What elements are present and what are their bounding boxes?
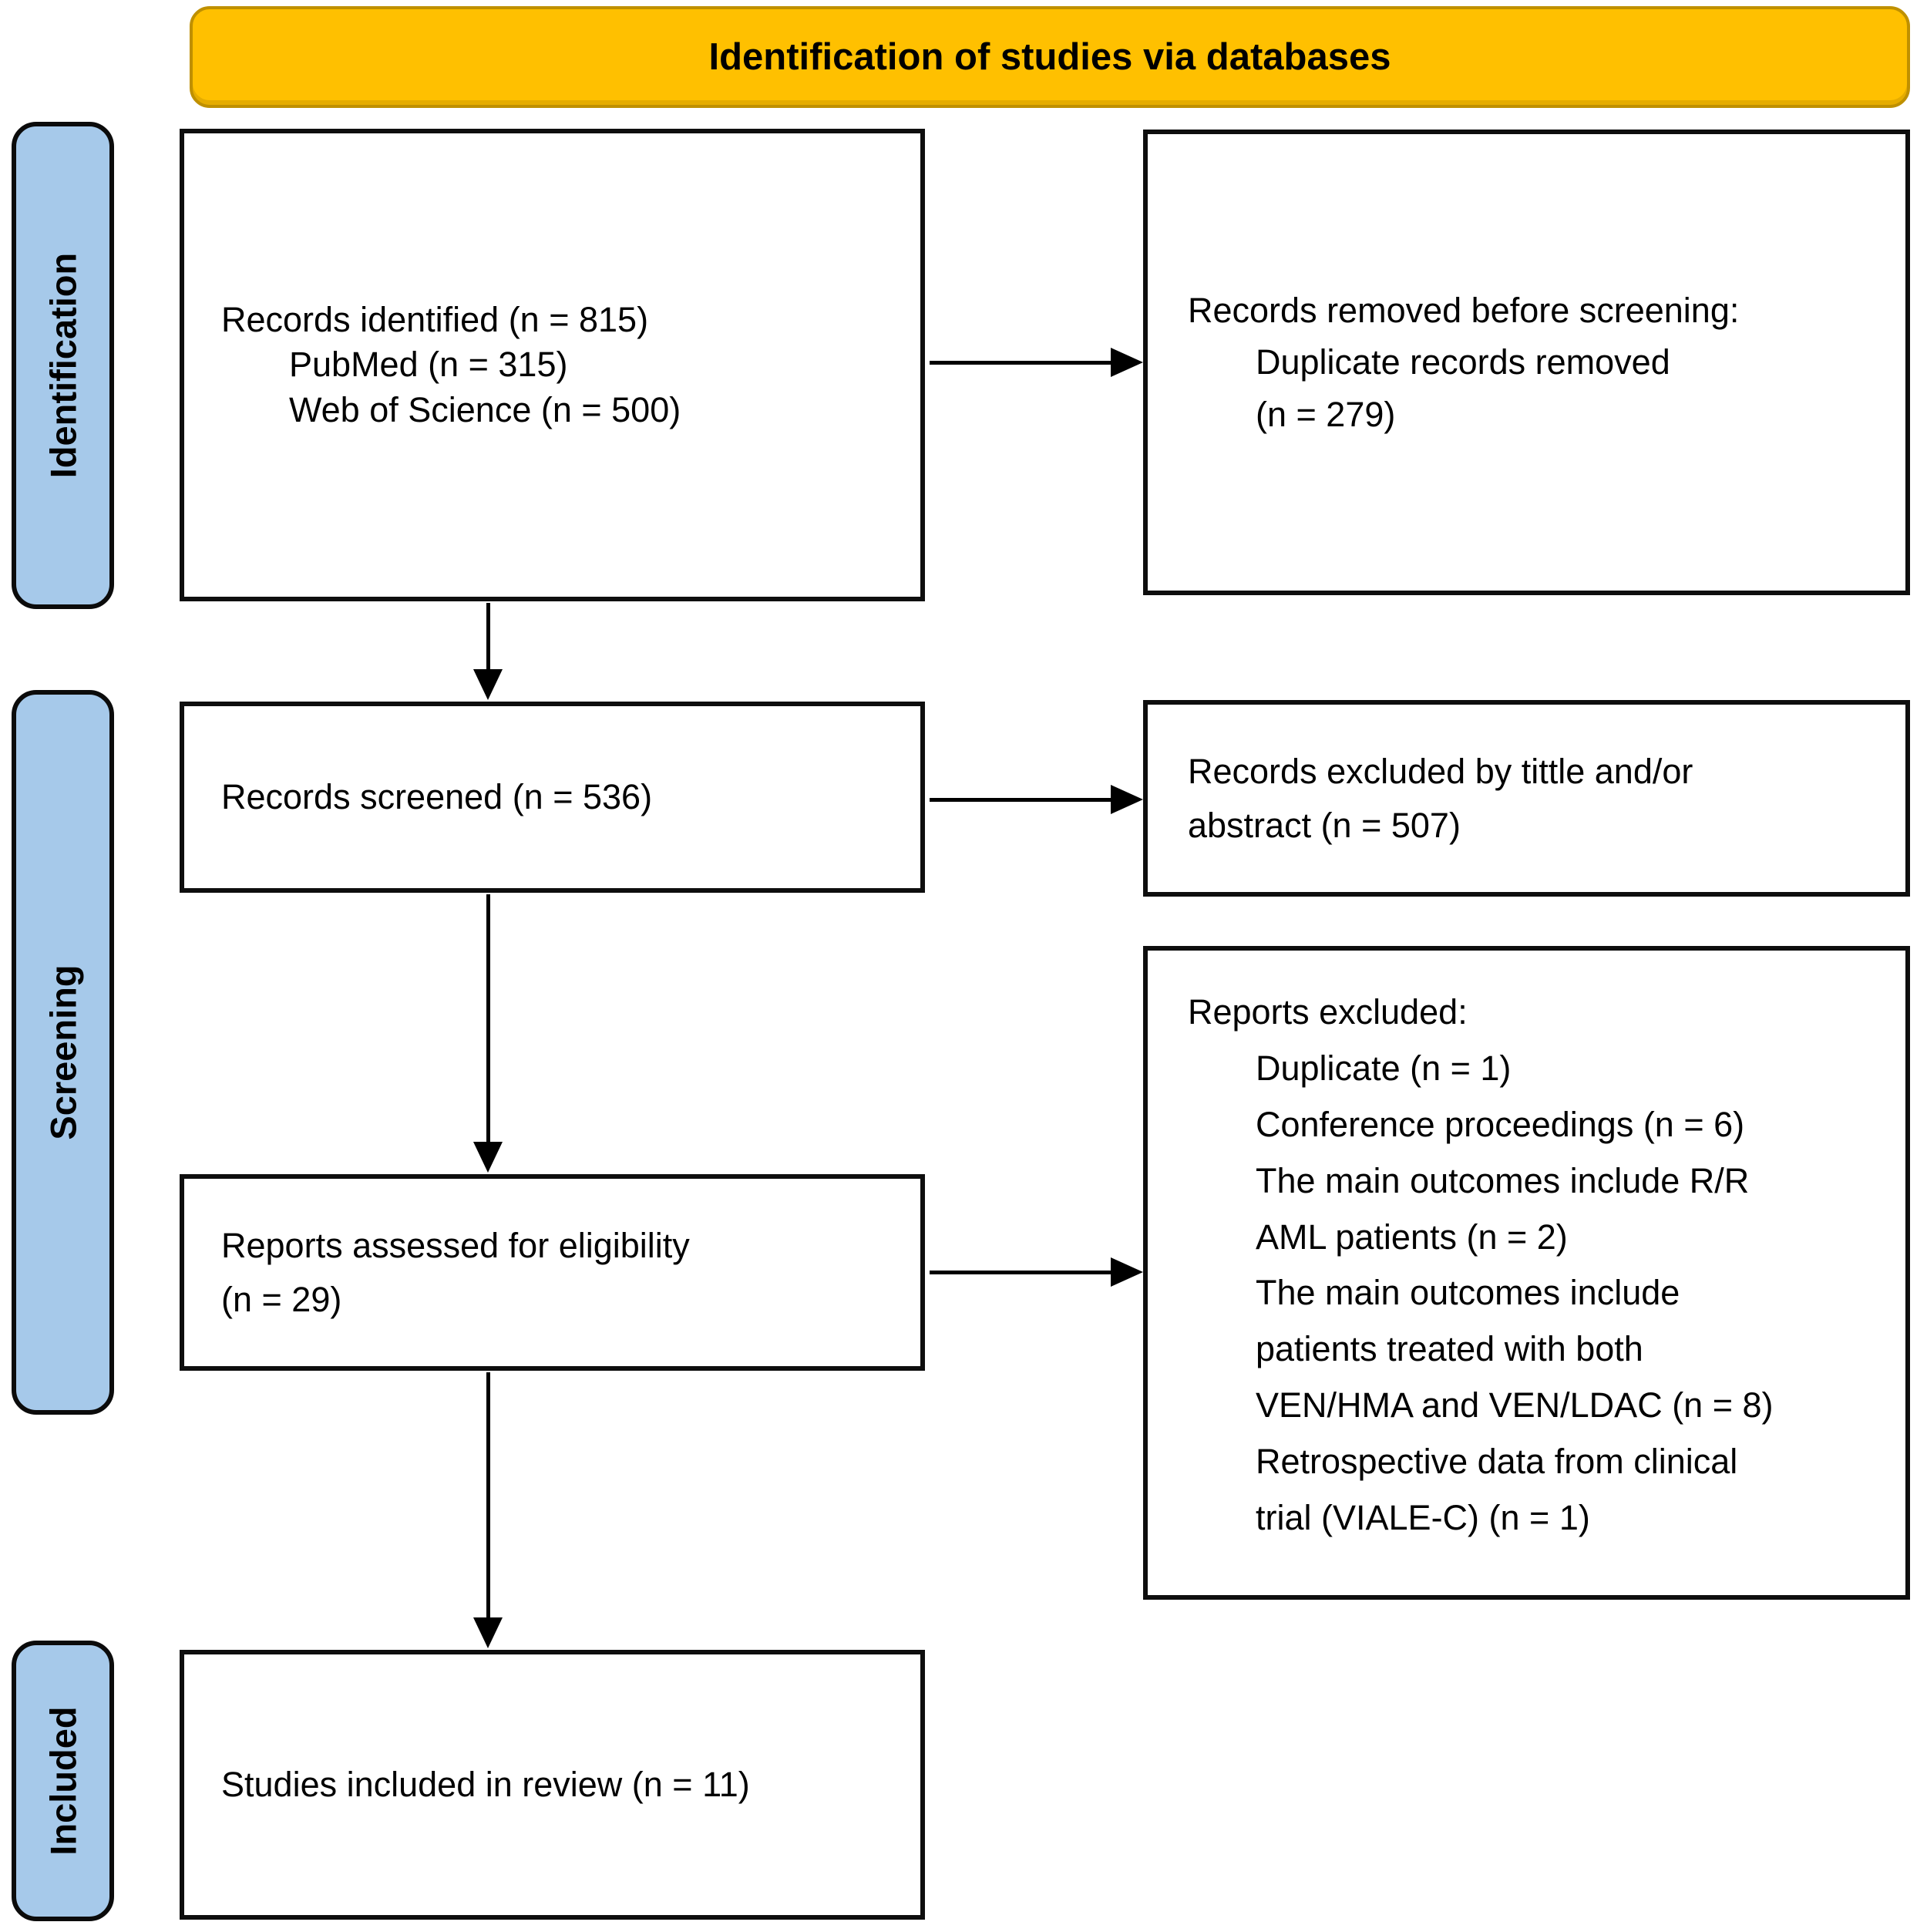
banner-title: Identification of studies via databases [708, 36, 1391, 78]
box-reports-excluded: Reports excluded: Duplicate (n = 1) Conf… [1143, 946, 1910, 1600]
arrow-assessed-to-reports-excluded [930, 1255, 1143, 1289]
arrow-screened-to-assessed [472, 894, 504, 1173]
box-item: Web of Science (n = 500) [289, 389, 681, 429]
box-item: Conference proceedings (n = 6) [1256, 1104, 1745, 1144]
arrow-shaft [930, 1271, 1111, 1274]
box-title: Records screened (n = 536) [221, 776, 653, 816]
box-records-screened: Records screened (n = 536) [180, 702, 925, 893]
arrowhead-right-icon [1111, 785, 1143, 814]
arrowhead-right-icon [1111, 348, 1143, 377]
box-records-identified: Records identified (n = 815) PubMed (n =… [180, 129, 925, 601]
arrowhead-down-icon [473, 1142, 503, 1173]
box-title: Records excluded by tittle and/or abstra… [1188, 751, 1693, 845]
arrow-identified-to-removed [930, 345, 1143, 379]
arrow-assessed-to-included [472, 1372, 504, 1648]
stage-label-text: Screening [42, 964, 83, 1140]
arrow-shaft [930, 798, 1111, 802]
box-studies-included-in-review: Studies included in review (n = 11) [180, 1650, 925, 1920]
box-item: Duplicate (n = 1) [1256, 1048, 1512, 1088]
box-item: Duplicate records removed (n = 279) [1256, 342, 1670, 434]
arrowhead-down-icon [473, 1617, 503, 1648]
arrow-identified-to-screened [472, 603, 504, 700]
stage-label-screening: Screening [12, 690, 114, 1415]
box-item: PubMed (n = 315) [289, 345, 568, 385]
arrowhead-right-icon [1111, 1257, 1143, 1287]
arrow-shaft [486, 1372, 490, 1619]
arrow-screened-to-excluded [930, 783, 1143, 816]
stage-label-text: Included [42, 1706, 83, 1856]
box-item: The main outcomes include patients treat… [1256, 1273, 1774, 1425]
box-title: Reports assessed for eligibility (n = 29… [221, 1225, 690, 1319]
arrow-shaft [486, 894, 490, 1143]
box-item: The main outcomes include R/R AML patien… [1256, 1160, 1750, 1257]
stage-label-included: Included [12, 1641, 114, 1921]
arrow-shaft [930, 361, 1111, 365]
stage-label-identification: Identification [12, 122, 114, 609]
box-records-excluded-title-abstract: Records excluded by tittle and/or abstra… [1143, 700, 1910, 897]
banner-identification-via-databases: Identification of studies via databases [190, 6, 1910, 108]
box-title: Reports excluded: [1188, 992, 1468, 1032]
box-title: Records identified (n = 815) [221, 299, 649, 339]
box-records-removed-before-screening: Records removed before screening: Duplic… [1143, 130, 1910, 595]
arrowhead-down-icon [473, 669, 503, 700]
box-item: Retrospective data from clinical trial (… [1256, 1442, 1738, 1538]
box-title: Records removed before screening: [1188, 290, 1740, 330]
box-title: Studies included in review (n = 11) [221, 1764, 750, 1804]
box-reports-assessed-for-eligibility: Reports assessed for eligibility (n = 29… [180, 1174, 925, 1371]
arrow-shaft [486, 603, 490, 671]
stage-label-text: Identification [42, 252, 83, 479]
